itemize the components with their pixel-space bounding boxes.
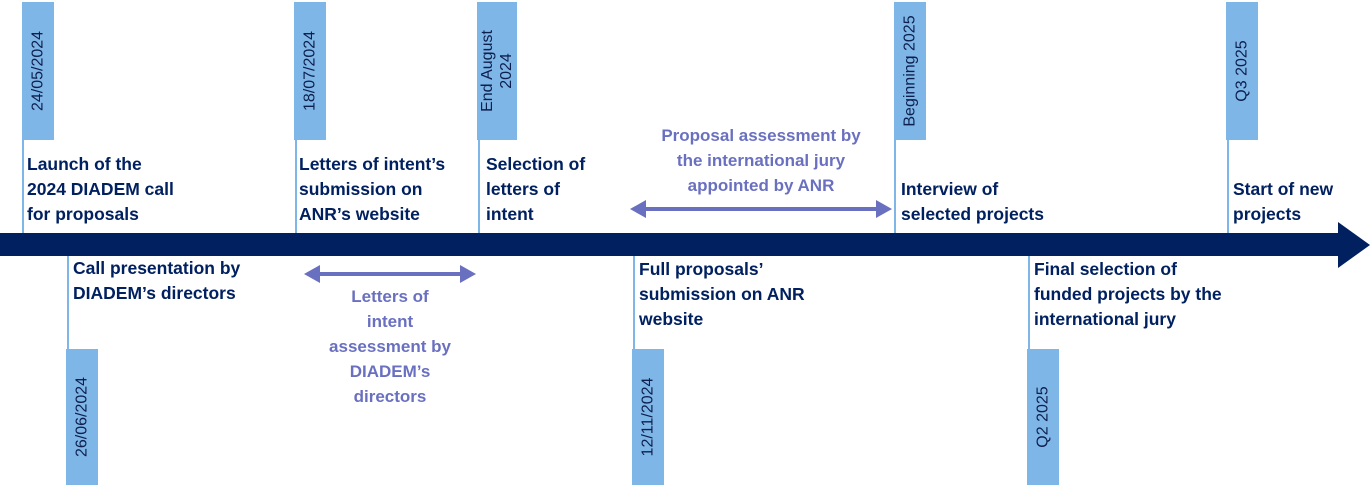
- label-line: Launch of the: [27, 154, 142, 174]
- label-line: assessment by: [329, 337, 451, 356]
- label-line: submission on: [299, 179, 423, 199]
- date-label: 12/11/2024: [639, 378, 658, 457]
- date-tag: Beginning 2025: [894, 2, 926, 140]
- milestone-label: Start of new projects: [1233, 177, 1333, 227]
- date-label: Q3 2025: [1233, 40, 1252, 101]
- timeline-axis: [0, 233, 1340, 256]
- timeline-arrowhead: [1338, 222, 1370, 268]
- label-line: intent: [486, 204, 534, 224]
- milestone-tick: [1028, 256, 1030, 350]
- date-tag: End August 2024: [477, 2, 517, 140]
- milestone-tick: [22, 140, 24, 233]
- label-line: international jury: [1034, 309, 1176, 329]
- milestone-tick: [1227, 140, 1229, 233]
- label-line: directors: [353, 387, 427, 406]
- date-line: Beginning 2025: [901, 15, 919, 127]
- milestone-label: Final selection of funded projects by th…: [1034, 257, 1222, 332]
- date-tag: 18/07/2024: [294, 2, 326, 140]
- label-line: projects: [1233, 204, 1302, 224]
- label-line: 2024 DIADEM call: [27, 179, 174, 199]
- date-label: Beginning 2025: [901, 15, 920, 126]
- label-line: DIADEM’s: [349, 362, 431, 381]
- label-line: Start of new: [1233, 179, 1334, 199]
- date-label: End August 2024: [478, 30, 516, 112]
- label-line: Call presentation by: [73, 258, 241, 278]
- date-tag: 12/11/2024: [632, 349, 664, 485]
- label-line: submission on ANR: [639, 284, 805, 304]
- milestone-label: Letters of intent’s submission on ANR’s …: [299, 152, 445, 227]
- date-line: Q2 2025: [1034, 386, 1052, 448]
- label-line: intent: [366, 312, 414, 331]
- date-tag: 24/05/2024: [22, 2, 54, 140]
- label-line: website: [639, 309, 704, 329]
- phase-label: Letters of intent assessment by DIADEM’s…: [300, 284, 480, 409]
- date-line: 2024: [498, 53, 515, 89]
- milestone-tick: [478, 140, 480, 233]
- double-arrow: [304, 265, 476, 283]
- label-line: Full proposals’: [639, 259, 764, 279]
- label-line: the international jury: [676, 151, 846, 170]
- label-line: for proposals: [27, 204, 139, 224]
- label-line: ANR’s website: [299, 204, 420, 224]
- label-line: Proposal assessment by: [661, 126, 861, 145]
- double-arrow: [630, 200, 892, 218]
- phase-label: Proposal assessment by the international…: [640, 123, 882, 198]
- date-label: 26/06/2024: [73, 377, 92, 457]
- label-line: Final selection of: [1034, 259, 1177, 279]
- date-line: 18/07/2024: [301, 30, 319, 112]
- label-line: Letters of: [351, 287, 429, 306]
- milestone-tick: [295, 140, 297, 233]
- milestone-label: Call presentation by DIADEM’s directors: [73, 256, 240, 306]
- label-line: Interview of: [901, 179, 999, 199]
- label-line: Letters of intent’s: [299, 154, 446, 174]
- label-line: DIADEM’s directors: [73, 283, 236, 303]
- milestone-label: Full proposals’ submission on ANR websit…: [639, 257, 805, 332]
- milestone-tick: [633, 256, 635, 350]
- date-line: Q3 2025: [1233, 40, 1251, 102]
- date-line: 26/06/2024: [73, 376, 91, 458]
- date-label: 18/07/2024: [301, 31, 320, 111]
- milestone-tick: [67, 256, 69, 350]
- label-line: appointed by ANR: [687, 176, 835, 195]
- date-tag: Q2 2025: [1027, 349, 1059, 485]
- label-line: funded projects by the: [1034, 284, 1222, 304]
- milestone-label: Selection of letters of intent: [486, 152, 585, 227]
- date-label: Q2 2025: [1034, 386, 1053, 447]
- milestone-tick: [894, 140, 896, 233]
- date-line: End August: [479, 30, 496, 112]
- date-tag: Q3 2025: [1226, 2, 1258, 140]
- label-line: selected projects: [901, 204, 1044, 224]
- date-line: 24/05/2024: [29, 30, 47, 112]
- date-label: 24/05/2024: [29, 31, 48, 111]
- milestone-label: Interview of selected projects: [901, 177, 1044, 227]
- label-line: Selection of: [486, 154, 586, 174]
- date-line: 12/11/2024: [639, 377, 657, 457]
- milestone-label: Launch of the 2024 DIADEM call for propo…: [27, 152, 174, 227]
- date-tag: 26/06/2024: [66, 349, 98, 485]
- label-line: letters of: [486, 179, 560, 199]
